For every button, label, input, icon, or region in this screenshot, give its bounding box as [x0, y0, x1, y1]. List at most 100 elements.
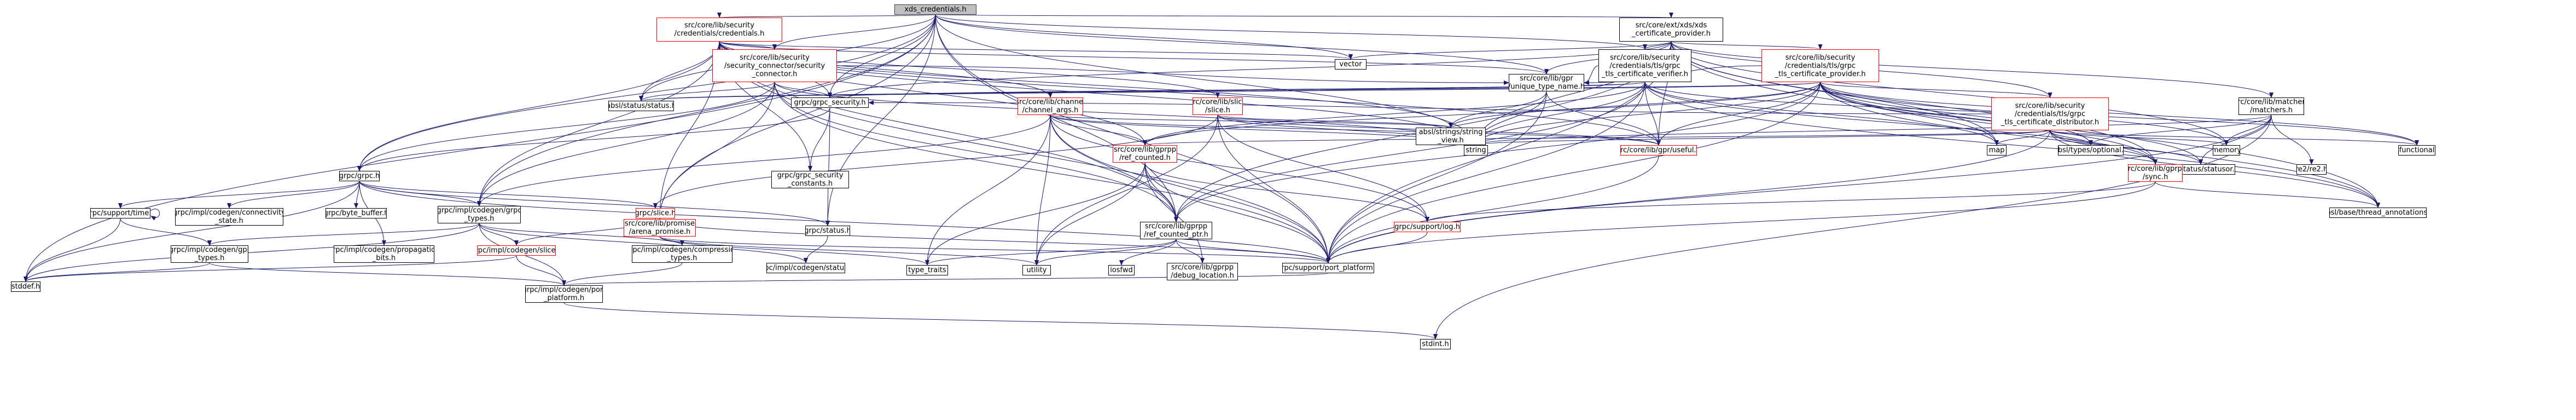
- include-edge-codegen_port-to-stdint: [563, 302, 1438, 340]
- node-grpc-tls-certificate-distributor-h[interactable]: src/core/lib/security /credentials/tls/g…: [1991, 97, 2109, 130]
- node-type-traits[interactable]: type_traits: [906, 265, 948, 275]
- node-grpc-security-h[interactable]: grpc/grpc_security.h: [791, 97, 869, 108]
- include-edge-sync-to-thread_annot: [2155, 181, 2380, 208]
- include-edge-grpc_h-to-slice_pub: [359, 181, 658, 209]
- include-edge-matchers-to-statusor: [2199, 114, 2272, 165]
- include-edge-grpc_h-to-support_time: [118, 181, 360, 209]
- include-edge-matchers-to-memory: [2224, 114, 2272, 146]
- node-connectivity-state-h[interactable]: grpc/impl/codegen/connectivity _state.h: [175, 208, 283, 226]
- include-edge-arena_promise-to-type_traits: [659, 236, 929, 266]
- include-edge-grpc_h-to-status_pub: [359, 181, 830, 226]
- node-absl-status-h[interactable]: absl/status/status.h: [608, 101, 674, 111]
- include-edge-root-to-grpc_types: [477, 14, 936, 206]
- node-grpc-tls-certificate-verifier-h[interactable]: src/core/lib/security /credentials/tls/g…: [1598, 49, 1691, 82]
- node-credentials-h[interactable]: src/core/lib/security /credentials/crede…: [656, 18, 782, 42]
- include-edge-tls_distributor-to-functional: [2050, 130, 2419, 146]
- node-grpc-slice-h[interactable]: grpc/slice.h: [636, 208, 675, 218]
- node-grpc-status-h[interactable]: grpc/status.h: [805, 226, 850, 236]
- include-edge-root-to-sec_connector: [772, 14, 936, 50]
- node-lib-slice-h[interactable]: src/core/lib/slice /slice.h: [1193, 97, 1243, 115]
- node-grpc-security-constants-h[interactable]: grpc/grpc_security _constants.h: [771, 171, 849, 188]
- node-compression-types-h[interactable]: grpc/impl/codegen/compression _types.h: [632, 245, 732, 263]
- include-edge-credentials-to-port_platform: [719, 41, 1330, 263]
- include-edge-codegen_slice-to-stddef: [24, 255, 517, 282]
- node-absl-thread-annotations-h[interactable]: absl/base/thread_annotations.h: [2329, 208, 2427, 218]
- include-edge-tls_distributor-to-port_platform: [1326, 130, 2050, 263]
- node-gpr-useful-h[interactable]: src/core/lib/gpr/useful.h: [1620, 145, 1697, 156]
- include-edge-tls_verifier-to-sync: [1644, 82, 2158, 165]
- include-edge-root-to-vector: [935, 14, 1353, 60]
- include-edge-xds_cert-to-memory: [1671, 41, 2229, 146]
- include-edge-credentials-to-vector: [719, 41, 1353, 60]
- node-port-platform-h[interactable]: grpc/support/port_platform.h: [1282, 263, 1374, 273]
- node-utility[interactable]: utility: [1022, 265, 1051, 275]
- include-edge-slice_h-to-support_log: [1217, 114, 1429, 222]
- include-edge-tls_provider-to-tls_distributor: [1820, 82, 2052, 98]
- node-security-connector-h[interactable]: src/core/lib/security /security_connecto…: [712, 49, 837, 82]
- node-re2-h[interactable]: re2/re2.h: [2296, 164, 2327, 175]
- node-grpc-support-time-h[interactable]: grpc/support/time.h: [90, 208, 150, 218]
- node-grpc-tls-certificate-provider-h[interactable]: src/core/lib/security /credentials/tls/g…: [1761, 49, 1879, 82]
- node-memory[interactable]: memory: [2213, 145, 2240, 156]
- node-grpc-grpc-h[interactable]: grpc/grpc.h: [339, 171, 380, 181]
- node-functional[interactable]: functional: [2398, 145, 2435, 156]
- include-edge-slice_h-to-utility: [1034, 114, 1218, 266]
- include-edge-sec_connector-to-absl_status: [639, 82, 775, 101]
- node-stdint-h[interactable]: stdint.h: [1420, 339, 1451, 349]
- node-codegen-slice-h[interactable]: grpc/impl/codegen/slice.h: [477, 245, 556, 256]
- include-edge-channel_args-to-utility: [1034, 114, 1051, 266]
- node-vector[interactable]: vector: [1335, 59, 1366, 70]
- node-string[interactable]: string: [1464, 145, 1488, 156]
- node-grpc-byte-buffer-h[interactable]: grpc/byte_buffer.h: [325, 208, 387, 218]
- include-edge-xds_cert-to-matchers: [1671, 41, 2273, 98]
- include-edge-root-to-credentials: [718, 12, 936, 18]
- include-edge-grpc_h-to-connectivity: [227, 181, 360, 209]
- node-stddef-h[interactable]: stddef.h: [11, 281, 40, 292]
- include-edge-useful-to-port_platform: [1326, 155, 1659, 263]
- node-map[interactable]: map: [1987, 145, 2007, 156]
- include-edge-grpc_security-to-grpc_h: [357, 107, 830, 171]
- include-edge-slice_h-to-string_view: [1217, 114, 1453, 128]
- include-edge-gpr_types-to-codegen_port: [209, 262, 566, 286]
- include-edge-channel_args-to-ref_counted_ptr: [1050, 114, 1178, 222]
- include-edge-arena_promise-to-utility: [659, 236, 1039, 266]
- include-edge-root-to-xds_cert: [935, 12, 1672, 18]
- node-propagation-bits-h[interactable]: grpc/impl/codegen/propagation _bits.h: [334, 245, 434, 263]
- include-edge-tls_provider-to-ref_counted_ptr: [1174, 82, 1821, 222]
- include-edge-sec_connector-to-ref_counted_ptr: [774, 82, 1178, 222]
- include-edge-tls_verifier-to-ref_counted_ptr: [1174, 82, 1645, 222]
- node-grpc-types-h[interactable]: grpc/impl/codegen/grpc _types.h: [438, 206, 521, 223]
- include-edge-grpc_types-to-gpr_types: [207, 223, 480, 246]
- node-xds-certificate-provider-h[interactable]: src/core/ext/xds/xds _certificate_provid…: [1619, 18, 1723, 42]
- node-unique-type-name-h[interactable]: src/core/lib/gpr /unique_type_name.h: [1509, 74, 1584, 91]
- node-absl-string-view-h[interactable]: absl/strings/string _view.h: [1416, 128, 1486, 145]
- node-gprpp-sync-h[interactable]: src/core/lib/gprpp /sync.h: [2128, 164, 2183, 182]
- include-edge-channel_args-to-type_traits: [925, 114, 1051, 266]
- node-channel-args-h[interactable]: src/core/lib/channel /channel_args.h: [1017, 97, 1083, 115]
- include-edge-tls_distributor-to-statusor: [2050, 130, 2203, 165]
- node-arena-promise-h[interactable]: src/core/lib/promise /arena_promise.h: [624, 219, 696, 237]
- include-edge-tls_verifier-to-ref_counted: [1143, 82, 1645, 146]
- node-codegen-port-platform-h[interactable]: grpc/impl/codegen/port _platform.h: [525, 285, 603, 303]
- include-edge-grpc_security-to-sec_constants: [808, 107, 830, 171]
- node-iosfwd[interactable]: iosfwd: [1108, 265, 1135, 275]
- node-grpc-support-log-h[interactable]: grpc/support/log.h: [1394, 222, 1461, 232]
- node-codegen-status-h[interactable]: grpc/impl/codegen/status.h: [766, 263, 845, 273]
- node-ref-counted-h[interactable]: src/core/lib/gprpp /ref_counted.h: [1113, 145, 1177, 163]
- include-edge-tls_verifier-to-useful: [1644, 82, 1661, 146]
- include-edge-channel_args-to-grpc_types: [477, 114, 1051, 206]
- include-edge-credentials-to-grpc_h: [357, 41, 720, 171]
- include-edge-ref_counted_ptr-to-utility: [1034, 239, 1177, 266]
- include-edge-support_time-to-gpr_types: [120, 218, 212, 246]
- include-edge-compression-to-codegen_port: [562, 262, 683, 286]
- include-edge-tls_distributor-to-grpc_security: [868, 100, 1992, 114]
- node-gpr-types-h[interactable]: grpc/impl/codegen/gpr _types.h: [171, 245, 248, 263]
- include-edge-channel_args-to-useful: [1050, 114, 1661, 146]
- node-matchers-h[interactable]: src/core/lib/matchers /matchers.h: [2238, 97, 2304, 115]
- node-ref-counted-ptr-h[interactable]: src/core/lib/gprpp /ref_counted_ptr.h: [1140, 222, 1212, 239]
- include-edge-root-to-tls_verifier: [935, 14, 1647, 50]
- node-absl-optional-h[interactable]: absl/types/optional.h: [2058, 145, 2124, 156]
- node-debug-location-h[interactable]: src/core/lib/gprpp /debug_location.h: [1167, 263, 1238, 280]
- include-edge-credentials-to-unique_type: [719, 41, 1549, 74]
- include-edge-root-to-grpc_h: [357, 14, 936, 171]
